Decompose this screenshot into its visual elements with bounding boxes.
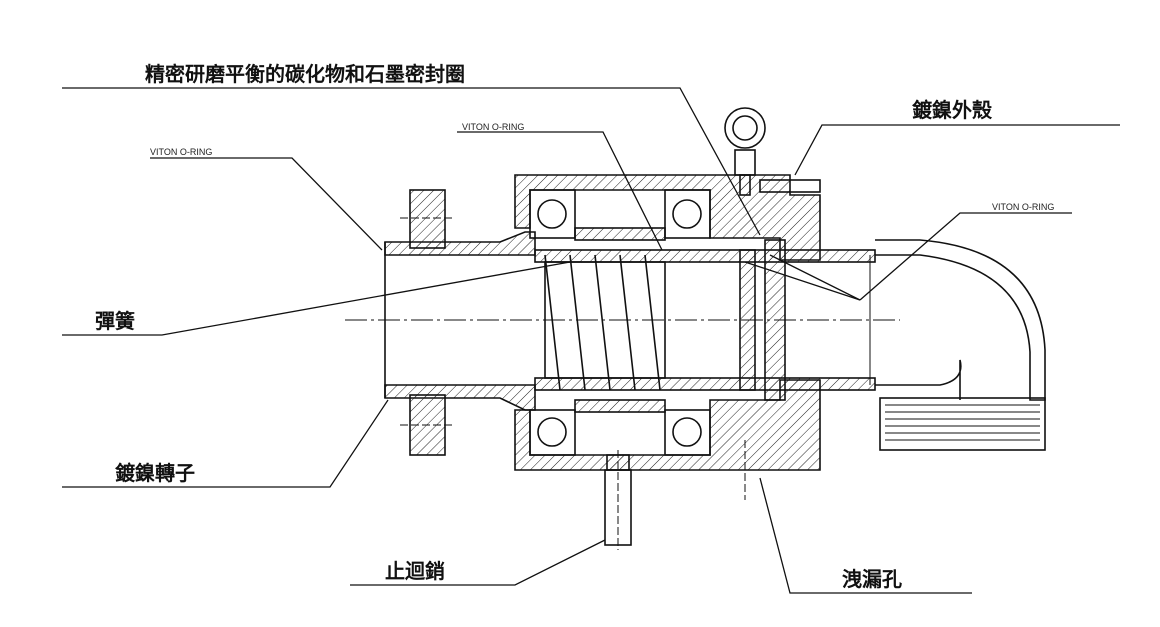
seal-rings — [739, 239, 786, 401]
label-rotor: 鍍鎳轉子 — [115, 461, 195, 485]
label-stop-pin: 止迴銷 — [385, 559, 445, 583]
spring — [544, 254, 666, 391]
label-leak-hole: 洩漏孔 — [842, 567, 902, 591]
stop-pin — [604, 450, 632, 550]
leader-lines — [62, 87, 1120, 594]
label-seal: 精密研磨平衡的碳化物和石墨密封圈 — [145, 62, 465, 86]
label-viton-mid: VITON O-RING — [462, 122, 525, 132]
flange — [400, 189, 455, 456]
label-viton-left: VITON O-RING — [150, 147, 213, 157]
elbow — [869, 239, 1046, 451]
label-viton-right: VITON O-RING — [992, 202, 1055, 212]
label-spring: 彈簧 — [95, 309, 135, 333]
bearings — [529, 189, 711, 456]
eye-bolt — [724, 107, 821, 196]
label-housing: 鍍鎳外殼 — [912, 98, 992, 122]
